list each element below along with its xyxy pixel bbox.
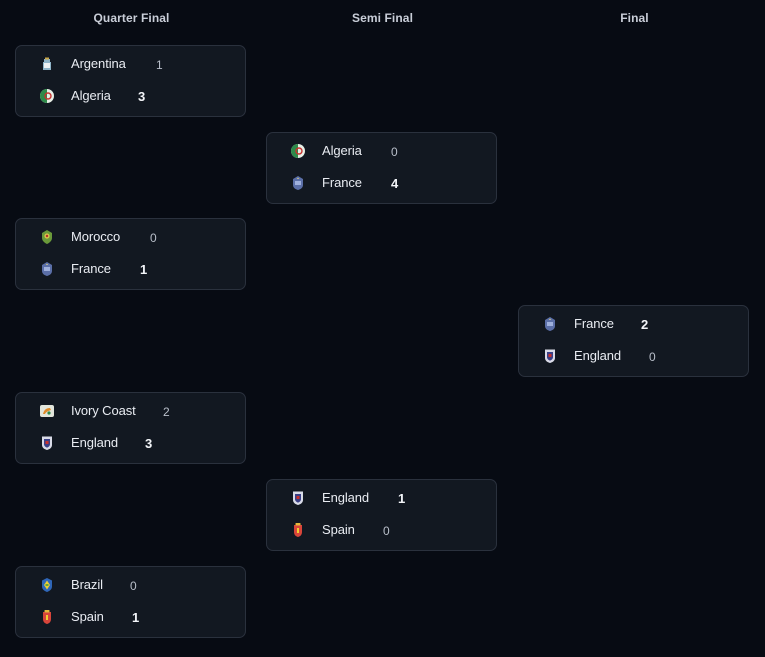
match-card-qf1[interactable]: Argentina 1 Algeria 3	[15, 45, 246, 117]
match-card-qf3[interactable]: Ivory Coast 2 England 3	[15, 392, 246, 464]
team-row[interactable]: Brazil 0	[16, 573, 245, 597]
team-name: France	[574, 316, 614, 331]
team-score: 3	[138, 89, 146, 104]
algeria-crest-icon	[290, 143, 306, 159]
team-name: Morocco	[71, 229, 121, 244]
team-score: 1	[132, 610, 140, 625]
team-name: Spain	[71, 609, 104, 624]
team-row[interactable]: Spain 0	[267, 518, 496, 542]
team-name: England	[322, 490, 370, 505]
team-name: England	[71, 435, 119, 450]
match-card-qf4[interactable]: Brazil 0 Spain 1	[15, 566, 246, 638]
team-row[interactable]: Argentina 1	[16, 52, 245, 76]
england-crest-icon	[542, 348, 558, 364]
team-score: 3	[145, 436, 153, 451]
team-row[interactable]: Ivory Coast 2	[16, 399, 245, 423]
morocco-crest-icon	[39, 229, 55, 245]
argentina-crest-icon	[39, 56, 55, 72]
team-score: 0	[391, 145, 398, 159]
team-row[interactable]: Algeria 0	[267, 139, 496, 163]
team-score: 1	[156, 58, 163, 72]
team-name: Algeria	[71, 88, 111, 103]
team-score: 0	[150, 231, 157, 245]
team-score: 2	[163, 405, 170, 419]
team-name: Argentina	[71, 56, 126, 71]
match-card-final[interactable]: France 2 England 0	[518, 305, 749, 377]
team-row[interactable]: France 4	[267, 171, 496, 195]
team-score: 0	[649, 350, 656, 364]
team-row[interactable]: France 1	[16, 257, 245, 281]
france-crest-icon	[542, 316, 558, 332]
team-score: 1	[398, 491, 406, 506]
match-card-sf2[interactable]: England 1 Spain 0	[266, 479, 497, 551]
brazil-crest-icon	[39, 577, 55, 593]
team-name: Ivory Coast	[71, 403, 136, 418]
team-name: England	[574, 348, 622, 363]
france-crest-icon	[39, 261, 55, 277]
team-row[interactable]: France 2	[519, 312, 748, 336]
spain-crest-icon	[39, 609, 55, 625]
ivory-coast-crest-icon	[39, 403, 55, 419]
spain-crest-icon	[290, 522, 306, 538]
team-name: Spain	[322, 522, 355, 537]
team-row[interactable]: England 3	[16, 431, 245, 455]
team-score: 0	[383, 524, 390, 538]
team-name: France	[322, 175, 362, 190]
team-name: Algeria	[322, 143, 362, 158]
match-card-qf2[interactable]: Morocco 0 France 1	[15, 218, 246, 290]
team-name: Brazil	[71, 577, 103, 592]
team-row[interactable]: Algeria 3	[16, 84, 245, 108]
team-score: 1	[140, 262, 148, 277]
team-row[interactable]: England 1	[267, 486, 496, 510]
team-row[interactable]: England 0	[519, 344, 748, 368]
england-crest-icon	[39, 435, 55, 451]
round-title-final: Final	[620, 11, 649, 25]
team-score: 2	[641, 317, 649, 332]
team-score: 4	[391, 176, 399, 191]
round-title-quarter-final: Quarter Final	[93, 11, 170, 25]
match-card-sf1[interactable]: Algeria 0 France 4	[266, 132, 497, 204]
team-row[interactable]: Spain 1	[16, 605, 245, 629]
round-title-semi-final: Semi Final	[351, 11, 414, 25]
algeria-crest-icon	[39, 88, 55, 104]
team-name: France	[71, 261, 111, 276]
england-crest-icon	[290, 490, 306, 506]
team-score: 0	[130, 579, 137, 593]
team-row[interactable]: Morocco 0	[16, 225, 245, 249]
france-crest-icon	[290, 175, 306, 191]
